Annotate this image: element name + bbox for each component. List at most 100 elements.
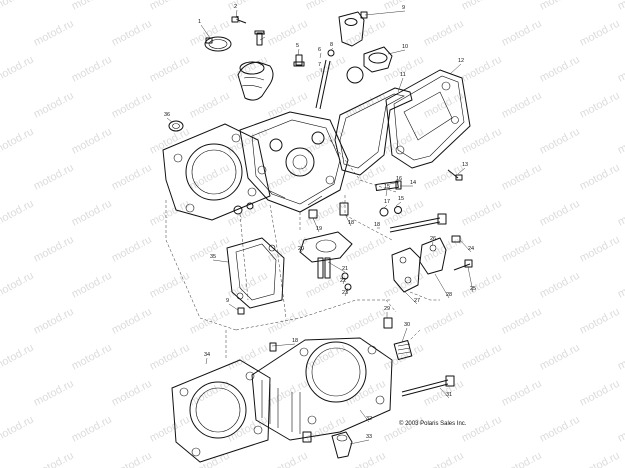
callout-leader bbox=[404, 291, 418, 305]
callout-number: 3 bbox=[236, 16, 239, 22]
callout-leader bbox=[271, 343, 296, 347]
dowel bbox=[269, 342, 277, 352]
long-bolt bbox=[401, 375, 455, 397]
callout-number: 10 bbox=[402, 44, 408, 50]
callout-number: 4 bbox=[262, 31, 265, 37]
callout-number: 7 bbox=[318, 62, 321, 68]
head-gasket bbox=[162, 123, 271, 221]
callout-leader bbox=[259, 36, 266, 41]
callout-leader bbox=[344, 287, 349, 297]
callout-number: 15 bbox=[398, 196, 404, 202]
callout-leader bbox=[228, 303, 239, 311]
callout-number: 30 bbox=[404, 322, 410, 328]
callout-leader bbox=[395, 201, 402, 207]
callout-leader bbox=[431, 241, 434, 247]
washer bbox=[233, 205, 243, 215]
studs bbox=[317, 257, 352, 291]
callout-number: 29 bbox=[384, 306, 390, 312]
callout-leader bbox=[387, 49, 406, 55]
callout-number: 34 bbox=[204, 352, 210, 358]
fitting bbox=[302, 431, 312, 443]
callout-number: 32 bbox=[366, 416, 372, 422]
callout-number: 31 bbox=[446, 392, 452, 398]
callout-labels: 1234567891011121314151617181920212223242… bbox=[164, 4, 476, 445]
callout-leader bbox=[342, 277, 346, 285]
callout-number: 14 bbox=[410, 180, 416, 186]
tensioner-bracket bbox=[419, 237, 473, 275]
base-gasket bbox=[171, 359, 271, 463]
callout-number: 23 bbox=[342, 290, 348, 296]
callout-number: 18 bbox=[348, 220, 354, 226]
callout-number: 26 bbox=[430, 236, 436, 242]
callout-number: 35 bbox=[210, 254, 216, 260]
bolt bbox=[231, 16, 247, 24]
callout-number: 17 bbox=[384, 199, 390, 205]
valve-cover-gasket bbox=[334, 87, 413, 176]
callout-number: 24 bbox=[468, 246, 474, 252]
callout-number: 25 bbox=[470, 286, 476, 292]
callout-leader bbox=[300, 247, 305, 253]
callout-leader bbox=[457, 167, 466, 175]
watermark-text: motod.ru bbox=[616, 0, 625, 13]
valve-cover bbox=[385, 69, 471, 169]
seal bbox=[168, 120, 184, 132]
callout-number: 5 bbox=[296, 43, 299, 49]
callout-leader bbox=[359, 409, 370, 423]
intake-boot bbox=[237, 61, 274, 101]
bolt bbox=[237, 307, 245, 315]
dowel bbox=[315, 59, 331, 110]
plug bbox=[308, 209, 318, 219]
callout-leader bbox=[297, 48, 300, 56]
callout-number: 19 bbox=[316, 226, 322, 232]
o-ring bbox=[346, 66, 364, 84]
callout-number: 8 bbox=[330, 42, 333, 48]
callout-leader bbox=[166, 117, 173, 123]
callout-number: 2 bbox=[234, 4, 237, 10]
callout-number: 16 bbox=[396, 176, 402, 182]
callout-number: 9 bbox=[402, 5, 405, 11]
callout-number: 12 bbox=[458, 58, 464, 64]
cylinder-head bbox=[239, 111, 349, 213]
side-cover bbox=[226, 237, 285, 309]
callout-leader bbox=[312, 217, 320, 233]
callout-leader bbox=[385, 189, 388, 197]
callout-leader bbox=[467, 266, 474, 293]
callout-leader bbox=[389, 181, 400, 185]
callout-number: 20 bbox=[298, 246, 304, 252]
callout-number: 15 bbox=[384, 184, 390, 190]
cam-chain-tensioner bbox=[391, 247, 421, 293]
callout-leader bbox=[349, 439, 370, 445]
callout-leader bbox=[397, 77, 404, 93]
callout-leader bbox=[319, 52, 322, 59]
callout-leader bbox=[327, 261, 346, 273]
callout-leader bbox=[459, 239, 472, 253]
callout-number: 18 bbox=[374, 222, 380, 228]
bolt bbox=[451, 235, 461, 243]
cover-bolt bbox=[447, 169, 463, 181]
callout-leader bbox=[434, 273, 450, 299]
callout-number: 22 bbox=[340, 278, 346, 284]
coolant-elbow bbox=[331, 431, 353, 459]
callout-leader bbox=[205, 357, 208, 365]
water-outlet bbox=[338, 11, 368, 47]
hose-clamp bbox=[204, 36, 232, 52]
callout-leader bbox=[200, 24, 211, 39]
callout-number: 27 bbox=[414, 298, 420, 304]
intake-manifold bbox=[299, 231, 353, 263]
spring bbox=[393, 339, 413, 361]
callout-leader bbox=[235, 9, 238, 19]
callout-number: 28 bbox=[446, 292, 452, 298]
spacer bbox=[339, 202, 349, 216]
dowel bbox=[383, 317, 393, 329]
callout-number: 36 bbox=[164, 112, 170, 118]
callout-leader bbox=[212, 259, 229, 263]
callout-leader bbox=[364, 10, 406, 16]
callout-number: 21 bbox=[342, 266, 348, 272]
callout-leader bbox=[401, 327, 408, 343]
callout-leader bbox=[439, 387, 450, 399]
assembly-lines bbox=[165, 139, 440, 360]
cylinder-block bbox=[251, 337, 393, 441]
callout-leader bbox=[344, 213, 352, 227]
